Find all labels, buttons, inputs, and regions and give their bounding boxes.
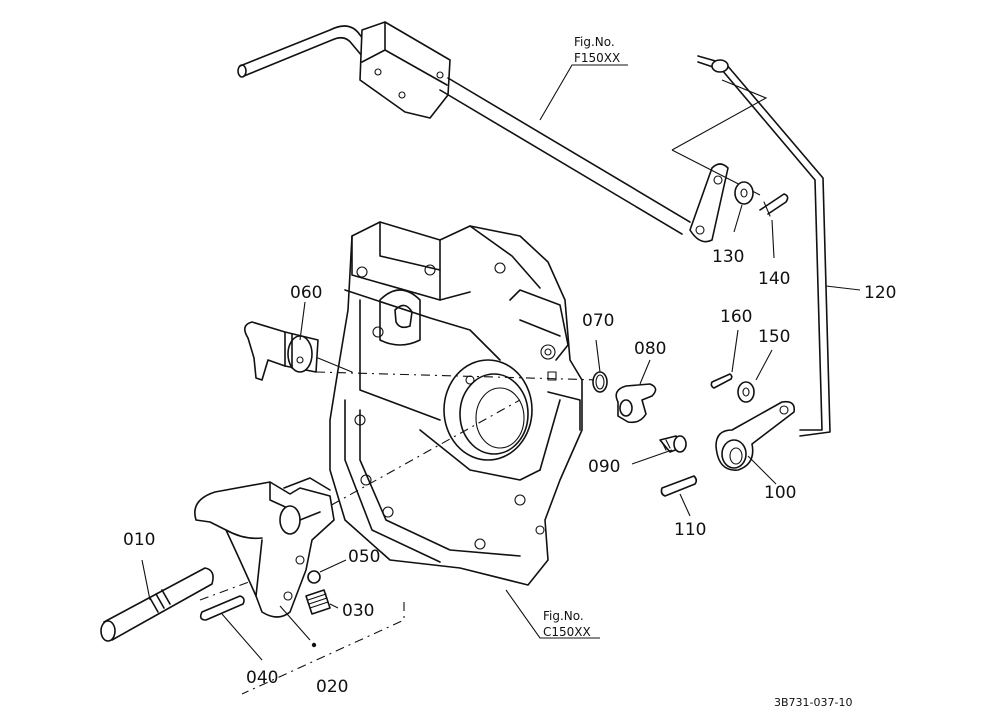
label-040: 040 [246,668,278,688]
transmission-case [329,221,583,586]
label-010: 010 [123,530,155,550]
pin-040 [199,595,263,661]
centerline-shaft [315,371,601,381]
drawing-reference: 3B731-037-10 [774,696,852,709]
label-120: 120 [864,283,896,303]
pin-160 [710,329,739,389]
label-090: 090 [588,457,620,477]
leader-120 [825,285,861,291]
part-labels: 010 020 030 040 050 060 070 080 090 100 … [123,247,896,697]
washer-150 [737,349,773,403]
shift-rod-upper [237,21,729,243]
fig-ref-f150xx-line1: Fig.No. [574,35,615,49]
link-rod-120 [671,55,831,437]
label-080: 080 [634,339,666,359]
fig-ref-c150xx-line1: Fig.No. [543,609,584,623]
label-160: 160 [720,307,752,327]
washer-130 [733,181,754,233]
fig-ref-f150xx: Fig.No. F150XX [539,35,628,121]
label-020: 020 [316,677,348,697]
shift-rod-010 [100,559,214,642]
label-140: 140 [758,269,790,289]
lever-100 [715,400,796,485]
fig-ref-c150xx-line2: C150XX [543,625,591,639]
fig-ref-c150xx: Fig.No. C150XX [505,589,600,639]
label-050: 050 [348,547,380,567]
label-110: 110 [674,520,706,540]
ball-050 [307,559,347,584]
o-ring-070 [592,339,608,393]
label-130: 130 [712,247,744,267]
bolt-090 [631,435,687,465]
spring-030 [305,589,339,615]
arm-080 [615,359,657,424]
centerline-fork [239,399,521,557]
shift-shaft-060 [244,301,353,381]
label-100: 100 [764,483,796,503]
label-150: 150 [758,327,790,347]
pin-110 [660,475,698,517]
shift-fork-020 [194,477,335,648]
label-060: 060 [290,283,322,303]
label-070: 070 [582,311,614,331]
group-bracket [241,602,405,695]
split-pin-140 [759,193,789,259]
label-030: 030 [342,601,374,621]
fig-ref-f150xx-line2: F150XX [574,51,620,65]
